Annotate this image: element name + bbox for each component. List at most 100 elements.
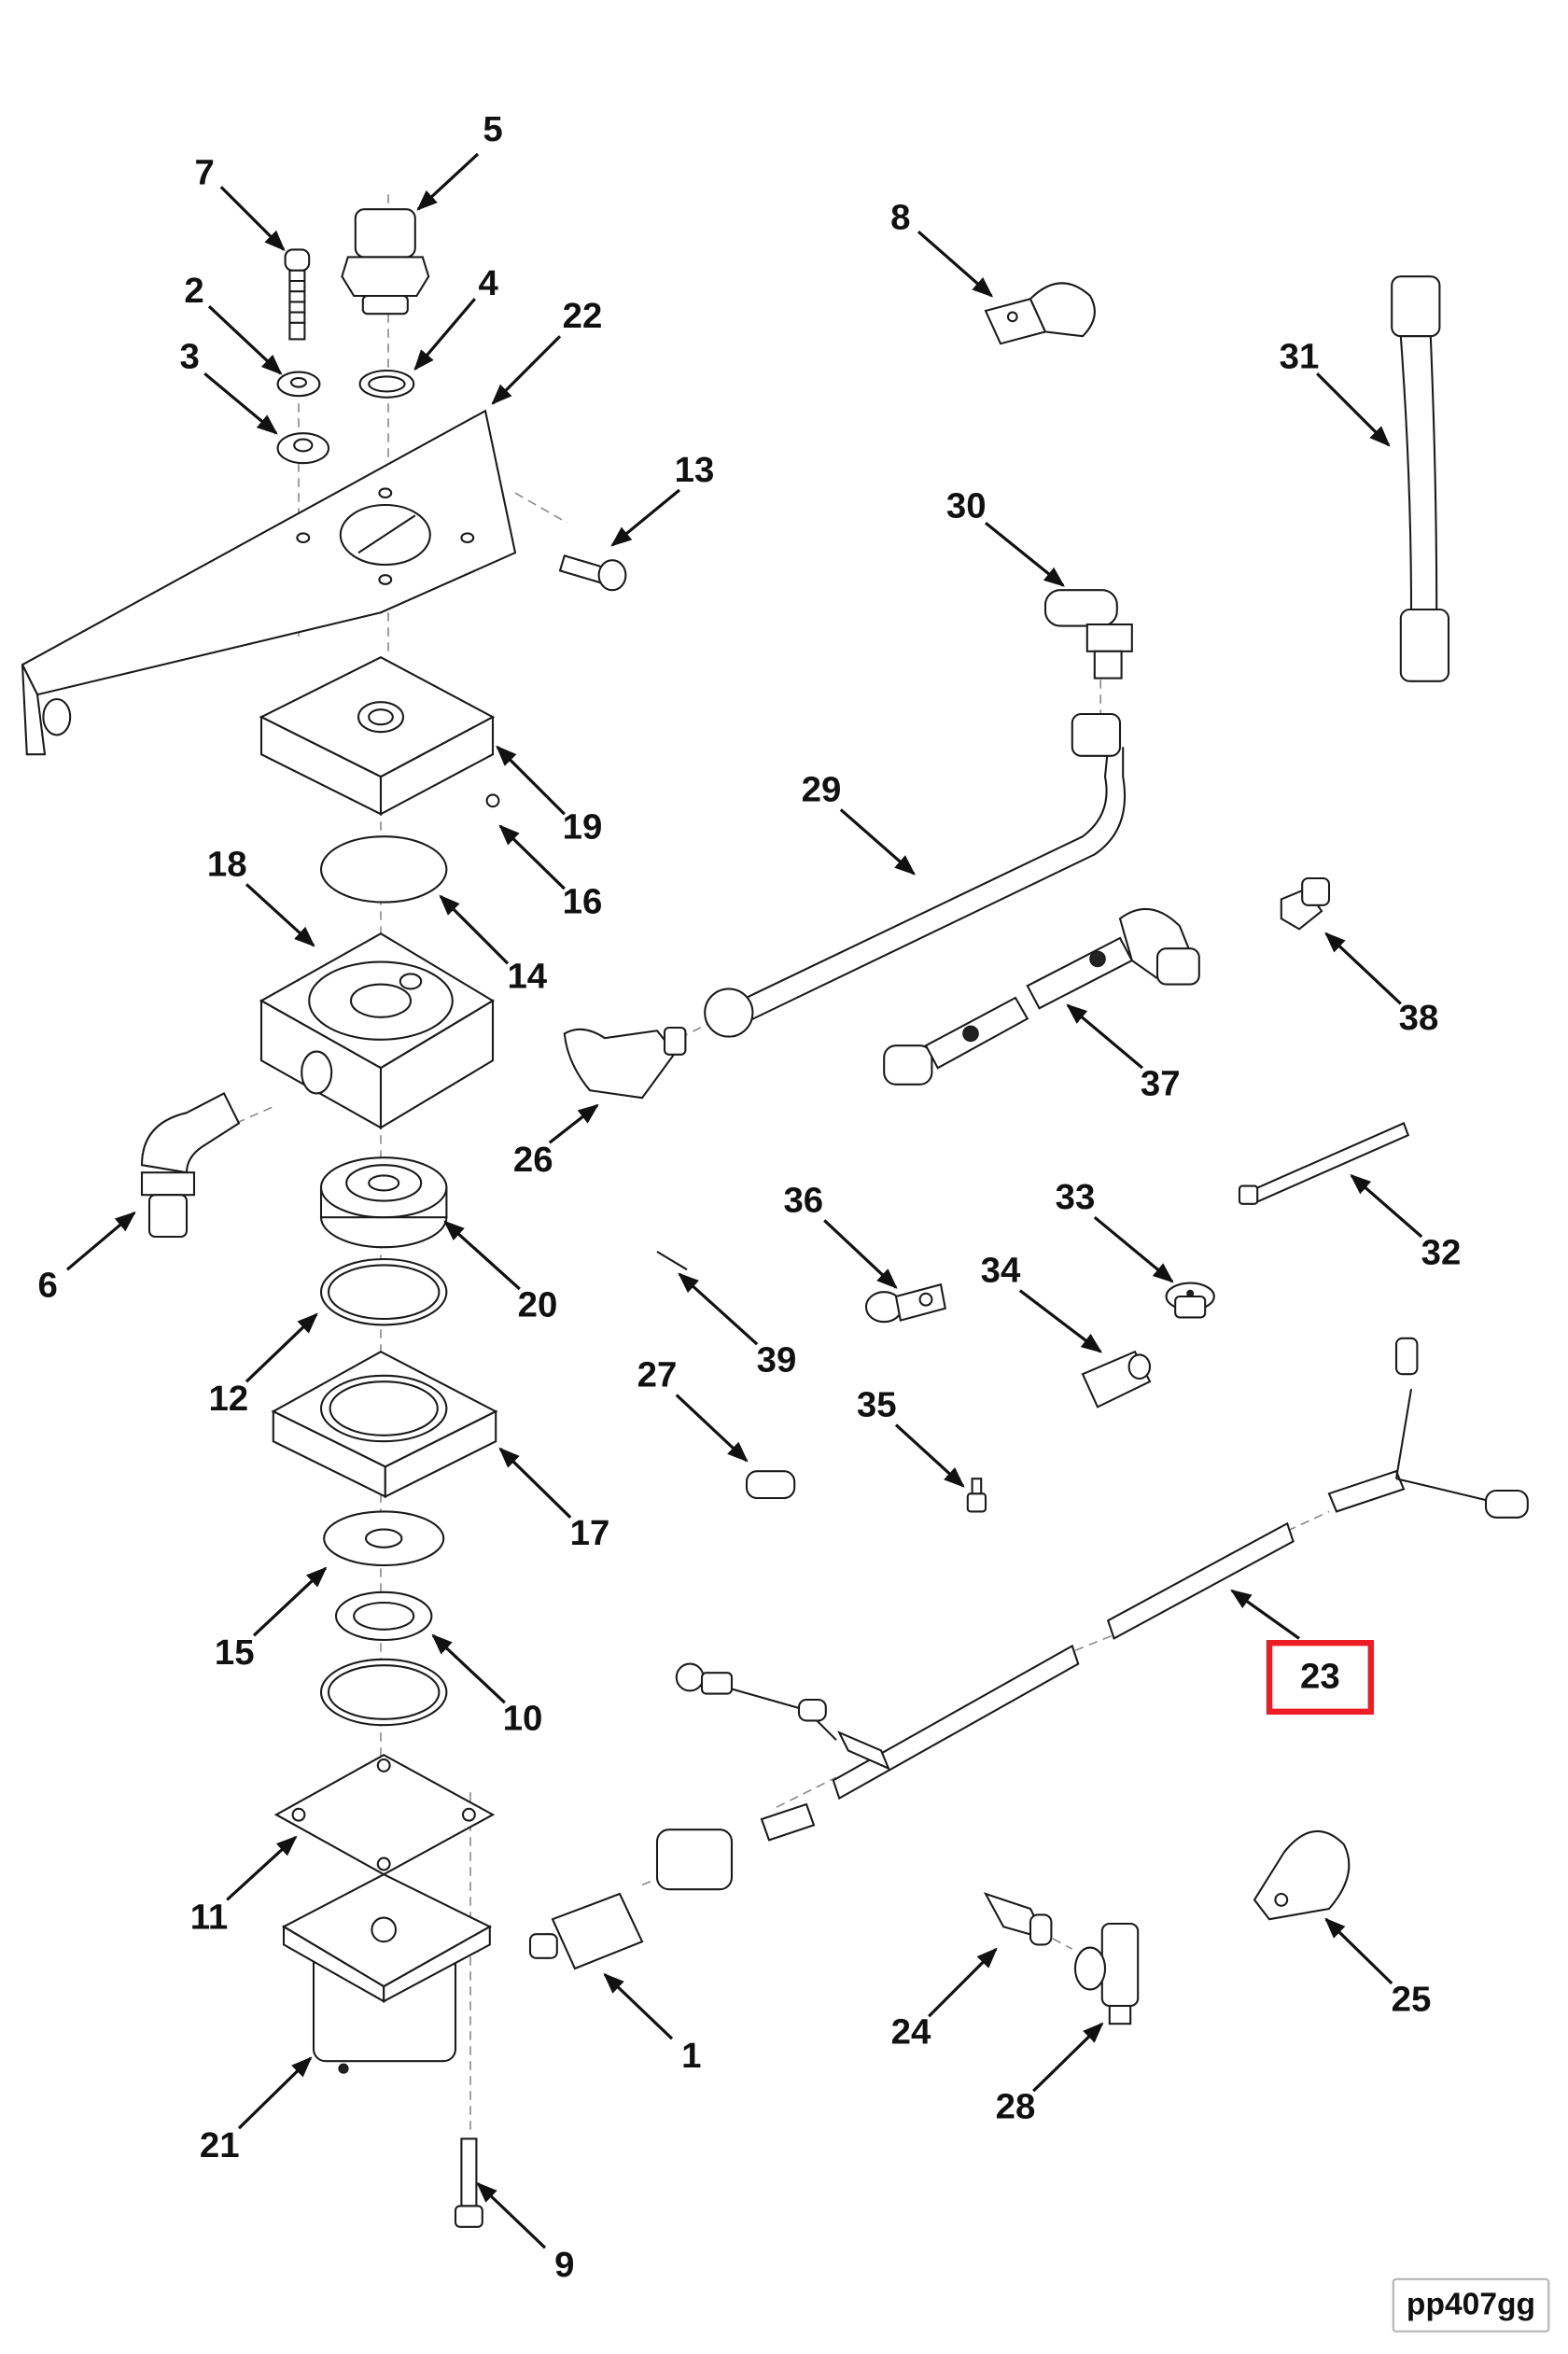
callout-label-7: 7	[195, 153, 215, 193]
callout-label-23: 23	[1300, 1657, 1340, 1697]
callout-33: 33	[1056, 1177, 1174, 1283]
part-6-elbow-fitting	[140, 1091, 241, 1239]
callout-18: 18	[207, 844, 315, 947]
callout-label-30: 30	[946, 485, 987, 525]
leader-arrow-38	[1324, 932, 1402, 1005]
callout-label-16: 16	[563, 881, 603, 921]
part-7-screw	[284, 248, 311, 341]
callout-6: 6	[38, 1211, 136, 1306]
leader-arrow-29	[839, 808, 916, 876]
leader-arrow-16	[498, 824, 566, 890]
callout-25: 25	[1324, 1917, 1431, 2019]
callout-label-21: 21	[200, 2125, 240, 2165]
part-39-wire	[656, 1251, 688, 1271]
callout-label-39: 39	[757, 1340, 797, 1380]
part-ring	[319, 1658, 448, 1727]
callout-label-6: 6	[38, 1266, 58, 1306]
callout-36: 36	[783, 1180, 898, 1289]
callout-27: 27	[637, 1355, 749, 1463]
leader-arrow-26	[548, 1103, 599, 1144]
callout-label-5: 5	[483, 109, 502, 149]
leader-arrow-12	[245, 1312, 318, 1383]
callout-label-34: 34	[981, 1251, 1021, 1291]
callout-label-8: 8	[890, 198, 910, 238]
callout-label-27: 27	[637, 1355, 678, 1395]
callout-15: 15	[215, 1566, 328, 1673]
leader-arrow-33	[1093, 1215, 1174, 1283]
part-3-washer	[276, 432, 330, 465]
callout-label-31: 31	[1280, 336, 1320, 376]
part-11-gasket	[273, 1754, 496, 1876]
part-37-hose-assembly	[883, 907, 1200, 1086]
callout-3: 3	[180, 336, 278, 435]
callout-13: 13	[610, 450, 715, 547]
callout-4: 4	[413, 263, 499, 371]
callout-label-17: 17	[570, 1513, 610, 1553]
callout-34: 34	[981, 1251, 1102, 1353]
part-29-tube	[704, 712, 1127, 1038]
callout-21: 21	[200, 2056, 313, 2165]
part-4-o-ring	[358, 369, 415, 399]
part-16-ball	[485, 793, 500, 808]
callout-label-9: 9	[554, 2245, 574, 2285]
callout-12: 12	[208, 1312, 318, 1419]
part-25-clamp	[1253, 1830, 1351, 1921]
part-34-coupling-nut	[1081, 1350, 1152, 1408]
part-30-elbow-fitting	[1043, 589, 1133, 680]
callout-26: 26	[513, 1103, 599, 1180]
part-1-pressure-sensor	[528, 1892, 644, 1970]
callout-17: 17	[498, 1447, 610, 1553]
leader-arrow-4	[413, 298, 477, 371]
part-2-washer	[276, 371, 321, 398]
part-12-o-ring	[319, 1257, 448, 1326]
callout-label-35: 35	[857, 1385, 897, 1425]
leader-arrow-27	[675, 1394, 749, 1463]
leader-arrow-7	[219, 186, 286, 251]
callout-label-12: 12	[208, 1379, 248, 1419]
part-32-bolt	[1238, 1122, 1410, 1205]
callout-2: 2	[184, 271, 283, 375]
leader-arrow-25	[1324, 1917, 1393, 1985]
callout-label-15: 15	[215, 1632, 255, 1673]
callout-24: 24	[891, 1947, 998, 2053]
callout-9: 9	[476, 2181, 574, 2285]
leader-arrow-1	[603, 1972, 674, 2040]
leader-arrow-11	[226, 1835, 298, 1901]
leader-arrow-31	[1316, 372, 1391, 447]
callout-38: 38	[1324, 932, 1439, 1038]
callout-8: 8	[890, 198, 994, 298]
part-5-fitting	[341, 208, 430, 315]
callout-label-24: 24	[891, 2012, 931, 2053]
callout-19: 19	[496, 745, 602, 847]
leader-arrow-18	[245, 883, 315, 947]
callout-label-32: 32	[1421, 1232, 1462, 1272]
callout-39: 39	[678, 1272, 797, 1380]
figure-id-text: pp407gg	[1407, 2287, 1535, 2321]
part-10-seal	[334, 1590, 433, 1642]
leader-arrow-9	[476, 2181, 547, 2249]
leader-arrow-23	[1230, 1589, 1300, 1640]
part-20-piston	[319, 1156, 448, 1249]
callout-label-33: 33	[1056, 1177, 1096, 1217]
callout-label-38: 38	[1399, 998, 1439, 1038]
part-19-cover-block	[259, 656, 496, 816]
leader-arrow-10	[431, 1633, 506, 1704]
callout-22: 22	[491, 296, 602, 405]
part-15-plate	[323, 1510, 445, 1567]
part-36-clip	[864, 1282, 946, 1324]
part-23-wiring-harness	[655, 1337, 1529, 1891]
part-21-cylinder-housing	[281, 1873, 493, 2074]
leader-arrow-37	[1066, 1003, 1144, 1070]
callout-16: 16	[498, 824, 603, 921]
callout-7: 7	[195, 153, 286, 251]
leader-arrow-21	[237, 2056, 313, 2130]
leader-arrow-15	[252, 1566, 328, 1637]
callout-label-28: 28	[996, 2087, 1036, 2127]
leader-arrow-35	[894, 1423, 965, 1488]
callout-23: 23	[1230, 1589, 1340, 1697]
callout-label-14: 14	[507, 956, 547, 996]
callout-32: 32	[1350, 1173, 1462, 1272]
callout-label-13: 13	[675, 450, 715, 490]
callout-label-20: 20	[518, 1284, 558, 1324]
